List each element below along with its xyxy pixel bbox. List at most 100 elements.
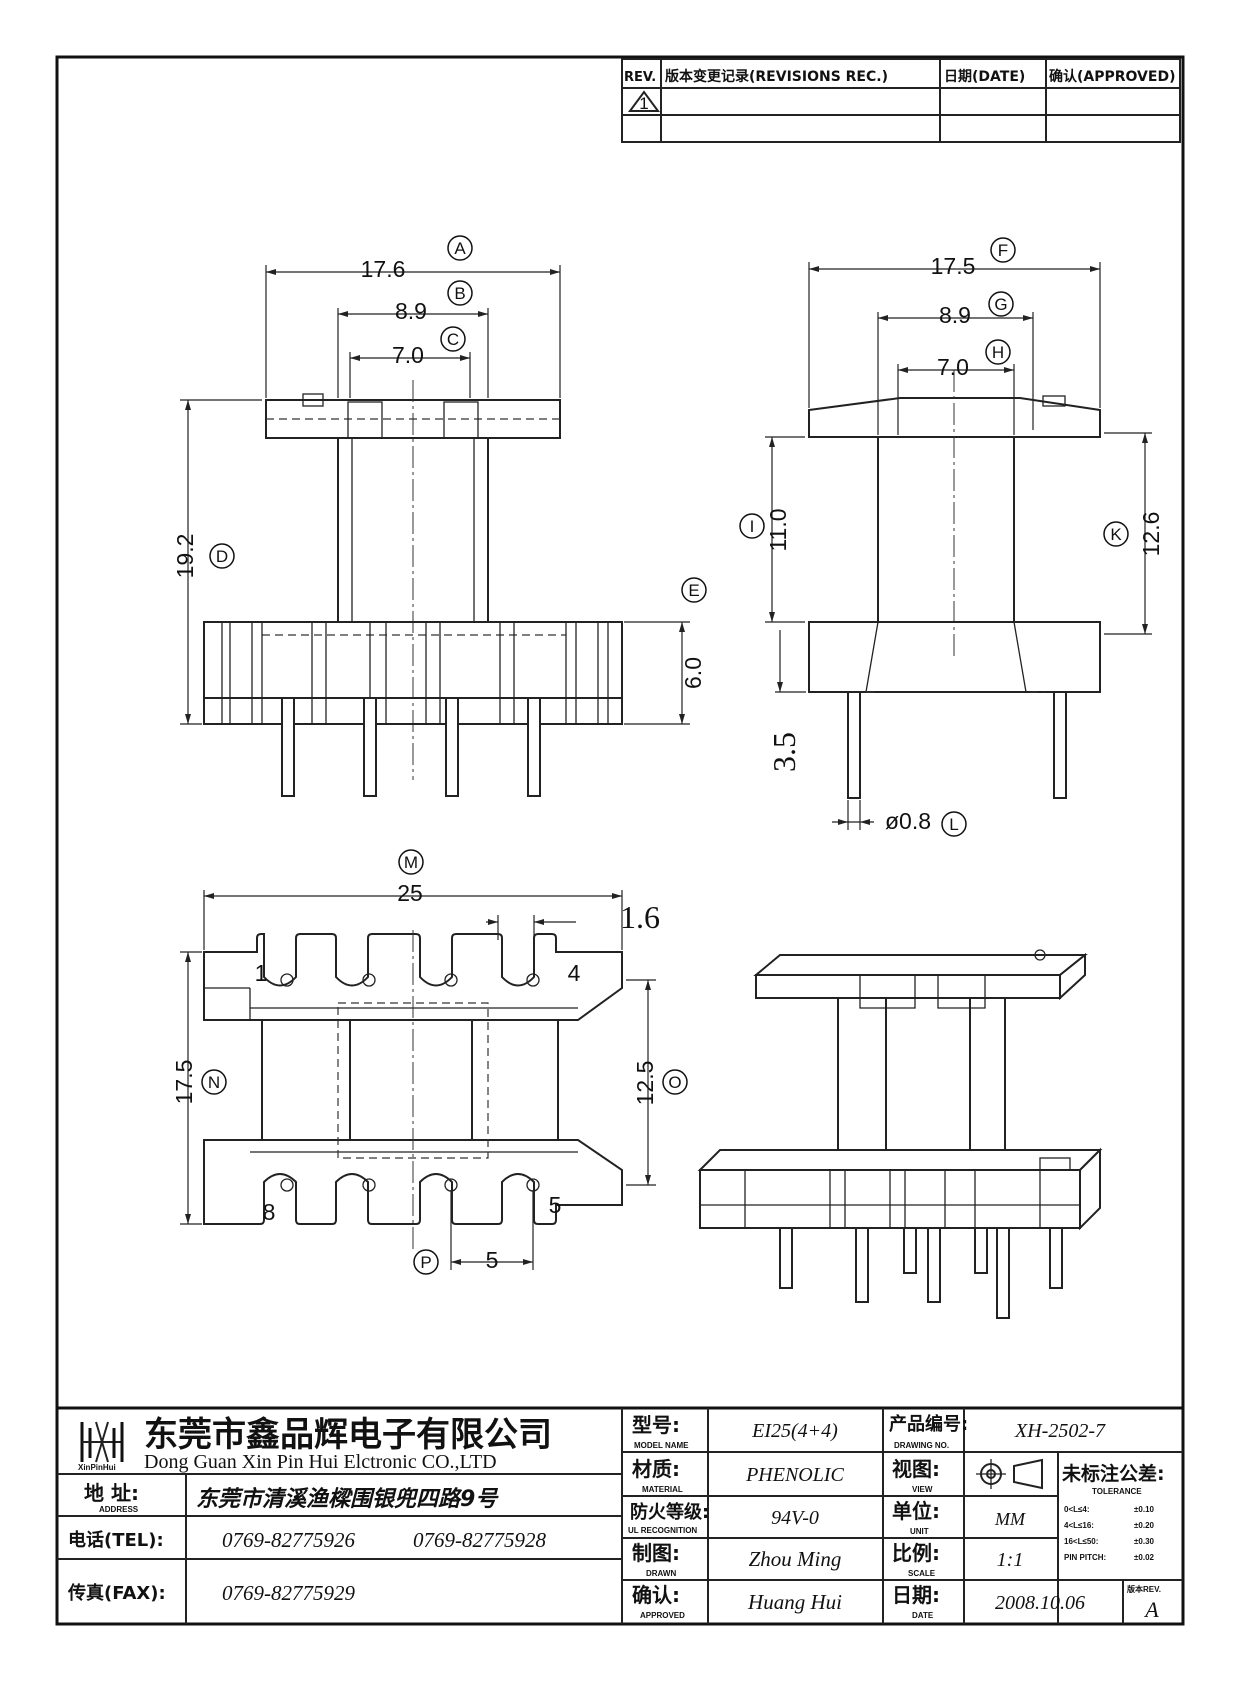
approved-label: 确认: [632,1583,680,1607]
label-b: B [454,284,465,303]
label-a: A [454,239,466,258]
label-p: P [420,1253,431,1272]
dim-o-value: 12.5 [632,1061,658,1106]
side-view: 17.5 8.9 7.0 11.0 12.6 3.5 ø0.8 F G H I … [739,237,1164,837]
unit-sub: UNIT [910,1527,929,1536]
dim-f-value: 17.5 [931,253,976,279]
drawn-label: 制图: [632,1541,680,1565]
scale-sub: SCALE [908,1569,936,1578]
drawing-no-sub: DRAWING NO. [894,1441,949,1450]
rev-value: A [1143,1597,1159,1622]
label-f: F [998,241,1008,260]
label-d: D [216,547,228,566]
address-sub: ADDRESS [99,1505,139,1514]
label-c: C [447,330,459,349]
drawing-no-label: 产品编号: [889,1413,968,1435]
dim-c-value: 7.0 [392,342,424,368]
pin-5-label: 5 [549,1192,562,1218]
material-sub: MATERIAL [642,1485,683,1494]
tolerance-range-4: PIN PITCH: [1064,1553,1106,1562]
label-h: H [992,343,1004,362]
dim-p-value: 5 [486,1247,499,1273]
label-g: G [994,295,1007,314]
tolerance-range-3: 16<L≤50: [1064,1537,1098,1546]
material-label: 材质: [632,1457,680,1481]
tolerance-value-4: ±0.02 [1134,1553,1155,1562]
label-e: E [688,581,699,600]
flame-value: 94V-0 [771,1507,819,1529]
dim-h-value: 7.0 [937,354,969,380]
company-logo [80,1421,124,1463]
fax-value: 0769-82775929 [222,1581,355,1605]
material-value: PHENOLIC [745,1464,844,1486]
view-sub: VIEW [912,1485,933,1494]
drawing-no-value: XH-2502-7 [1014,1420,1106,1442]
dim-slot-value: 1.6 [620,899,660,935]
dim-e-value: 6.0 [680,657,706,689]
date-value: 2008.10.06 [995,1592,1085,1614]
dim-i-value: 11.0 [765,508,791,551]
tolerance-label: 未标注公差: [1061,1462,1165,1485]
pin-4-label: 4 [568,960,581,986]
bottom-view: 1 4 5 8 25 1.6 17.5 12.5 5 M N O P [171,849,688,1275]
model-sub: MODEL NAME [634,1441,689,1450]
view-label: 视图: [892,1457,940,1481]
dim-g-value: 8.9 [939,302,971,328]
approved-header: 确认(APPROVED) [1049,68,1175,85]
tolerance-value-1: ±0.10 [1134,1505,1155,1514]
dim-k-value: 12.6 [1138,512,1164,557]
pin-1-label: 1 [255,960,268,986]
fax-label: 传真(FAX): [67,1582,166,1604]
drawn-value: Zhou Ming [749,1547,842,1571]
tolerance-range-1: 0<L≤4: [1064,1505,1090,1514]
date-sub: DATE [912,1611,934,1620]
rev-header: REV. [624,70,656,85]
tolerance-value-3: ±0.30 [1134,1537,1155,1546]
approved-sub: APPROVED [640,1611,685,1620]
rev-label: 版本REV. [1126,1584,1161,1594]
dim-n-value: 17.5 [171,1060,197,1105]
tolerance-range-2: 4<L≤16: [1064,1521,1094,1530]
date-header: 日期(DATE) [944,69,1025,85]
revision-table: REV. 版本变更记录(REVISIONS REC.) 日期(DATE) 确认(… [621,58,1181,143]
front-view: 17.6 8.9 7.0 19.2 6.0 A B C D E [172,235,707,797]
date-label: 日期: [892,1583,940,1607]
dim-m-value: 25 [397,880,423,906]
tel-label: 电话(TEL): [68,1529,164,1551]
address-value: 东莞市清溪渔樑围银兜四路9号 [196,1486,499,1512]
label-o: O [668,1073,681,1092]
dim-d-value: 19.2 [172,534,198,579]
drawn-sub: DRAWN [646,1569,676,1578]
scale-label: 比例: [892,1541,940,1565]
unit-label: 单位: [892,1499,940,1523]
flame-sub: UL RECOGNITION [628,1526,697,1535]
label-m: M [404,853,418,872]
tolerance-value-2: ±0.20 [1134,1521,1155,1530]
revision-mark: 1 [639,94,648,113]
company-name-en: Dong Guan Xin Pin Hui Elctronic CO.,LTD [144,1451,497,1473]
model-label: 型号: [632,1413,680,1437]
title-block: XinPinHui 东莞市鑫品辉电子有限公司 Dong Guan Xin Pin… [55,1406,1185,1626]
unit-value: MM [994,1509,1026,1529]
approved-value: Huang Hui [747,1590,842,1614]
flame-label: 防火等级: [630,1501,709,1523]
dim-l-value: ø0.8 [885,808,931,834]
label-n: N [208,1073,220,1092]
label-k: K [1110,525,1122,544]
dim-offset-value: 3.5 [766,732,802,772]
dim-b-value: 8.9 [395,298,427,324]
tolerance-sub: TOLERANCE [1092,1487,1142,1496]
model-value: EI25(4+4) [751,1420,838,1442]
company-name-cn: 东莞市鑫品辉电子有限公司 [144,1415,552,1455]
label-l: L [949,815,958,834]
label-i: I [750,517,755,536]
drawing-border [55,55,1185,1626]
pin-8-label: 8 [263,1199,276,1225]
tel-2: 0769-82775928 [413,1528,546,1552]
revision-triangle-icon [628,90,660,112]
tel-1: 0769-82775926 [222,1528,355,1552]
isometric-view [697,949,1103,1319]
address-label: 地 址: [84,1481,139,1505]
scale-value: 1:1 [997,1549,1024,1571]
